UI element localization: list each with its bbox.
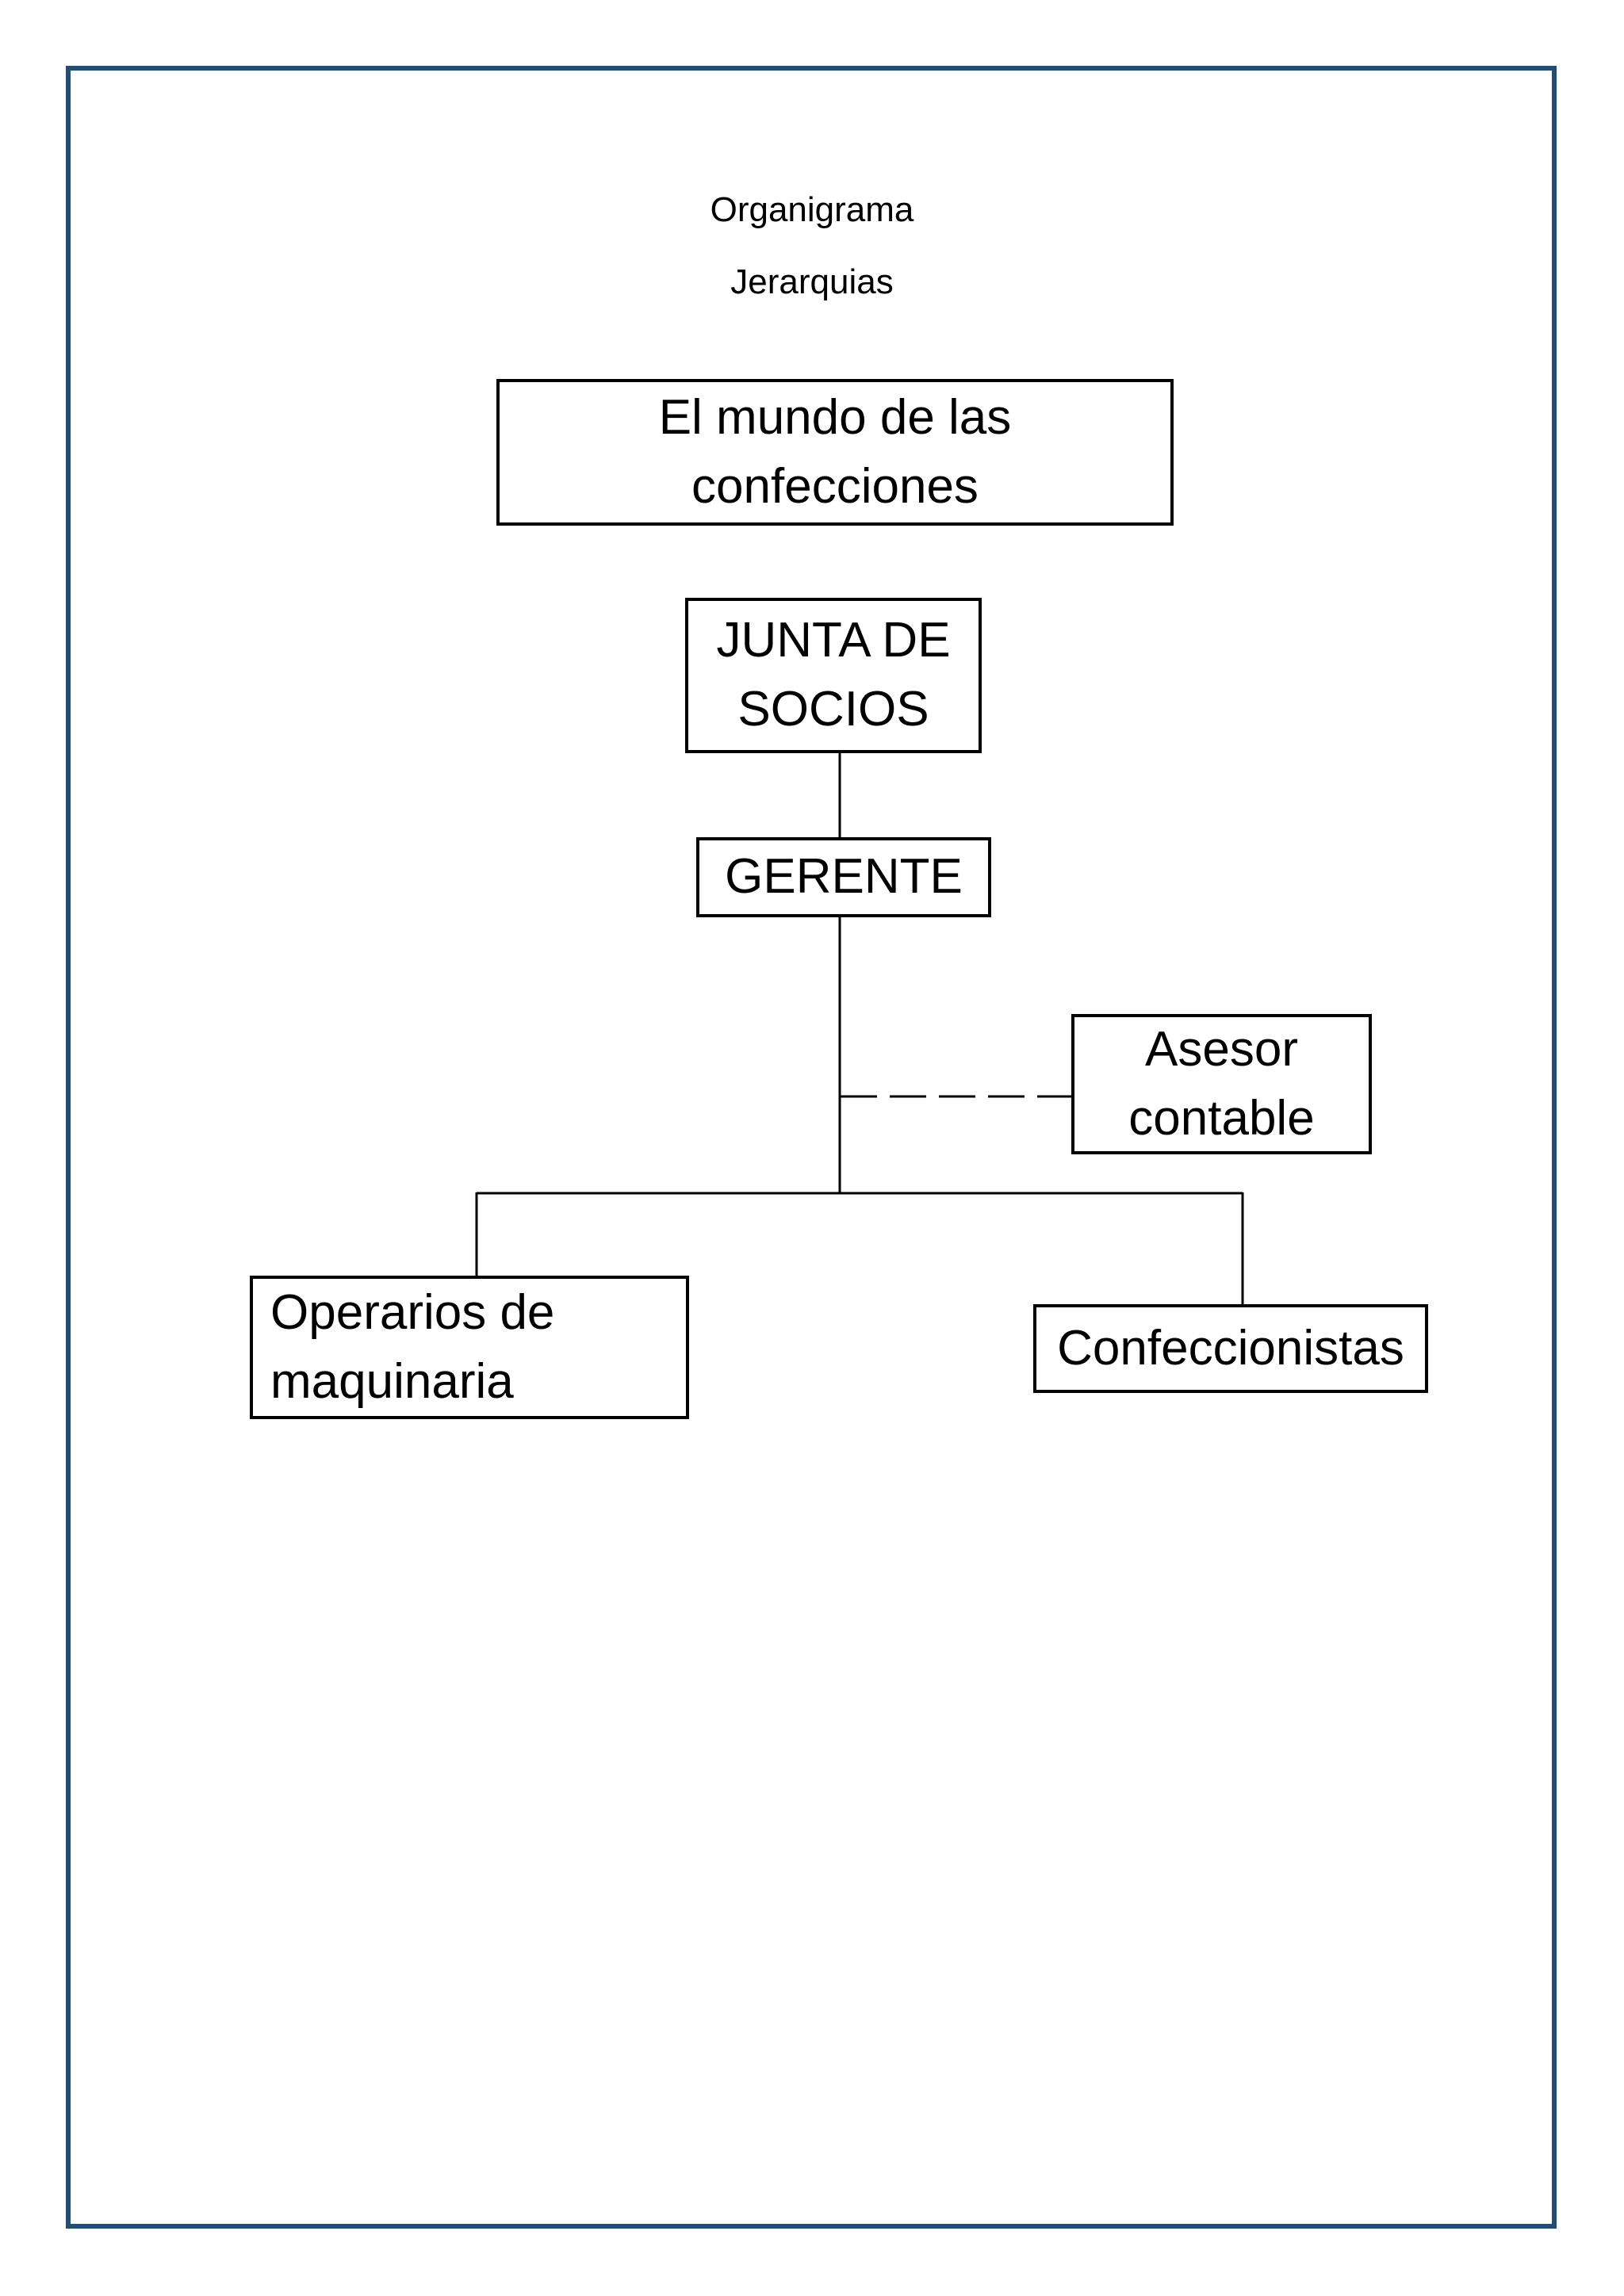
org-node-gerente-label: GERENTE: [725, 849, 963, 905]
org-node-asesor-label: Asesor: [1145, 1021, 1298, 1077]
org-node-operarios-de-maquinaria: Operarios de maquinaria: [250, 1276, 689, 1419]
org-node-asesor-contable: Asesor contable: [1071, 1014, 1372, 1154]
org-node-company: El mundo de las confecciones: [496, 379, 1174, 526]
page-subtitle: Jerarquias: [730, 262, 894, 301]
org-node-junta-de-socios: JUNTA DE SOCIOS: [685, 598, 982, 753]
org-node-gerente: GERENTE: [696, 837, 991, 917]
org-node-junta-label: JUNTA DE: [716, 613, 951, 668]
org-node-company-label: El mundo de las: [658, 389, 1012, 445]
page-title: Organigrama: [710, 190, 914, 229]
org-node-confeccionistas-label: Confeccionistas: [1057, 1320, 1404, 1376]
org-node-confeccionistas: Confeccionistas: [1033, 1304, 1428, 1393]
page-border: [66, 66, 1557, 2229]
org-node-operarios-label: Operarios de: [270, 1284, 555, 1340]
